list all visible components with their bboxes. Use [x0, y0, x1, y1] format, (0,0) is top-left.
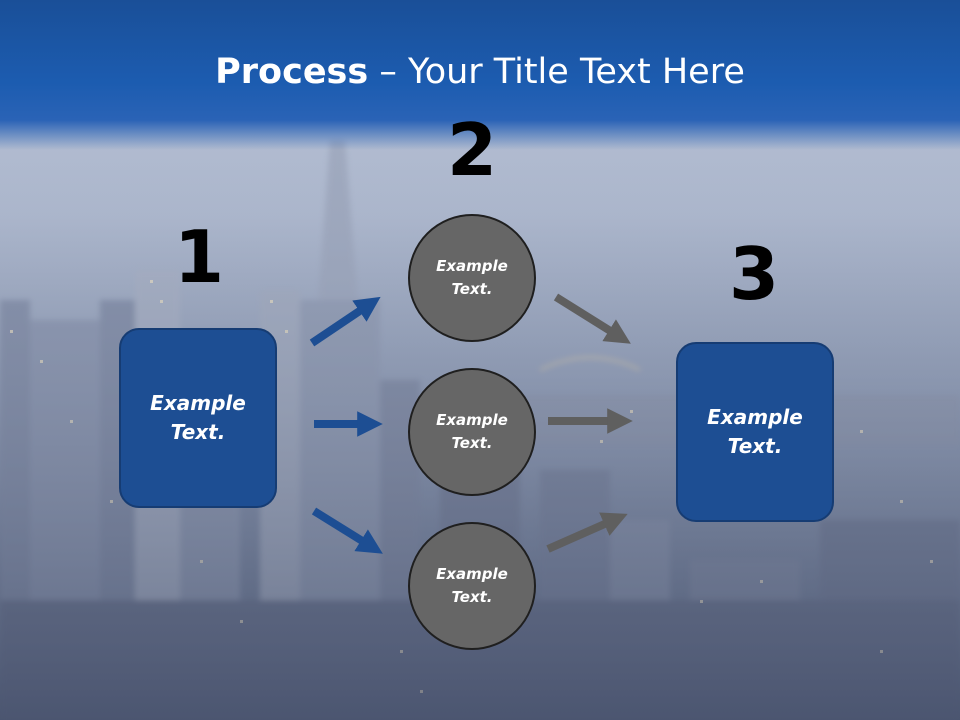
circle-middle-text: Example Text.: [436, 411, 508, 452]
arrow-1-to-top: [309, 296, 381, 347]
step-number-2: 2: [446, 108, 498, 192]
arrow-1-to-bottom: [311, 507, 383, 554]
step-2-circle-middle[interactable]: Example Text.: [408, 368, 536, 496]
step-number-1: 1: [173, 215, 225, 299]
title-rest-part: – Your Title Text Here: [368, 52, 745, 92]
title-band: [0, 0, 960, 150]
arrow-bottom-to-3: [546, 512, 628, 553]
circle-top-text: Example Text.: [436, 257, 508, 298]
step-1-box[interactable]: Example Text.: [119, 328, 277, 508]
circle-bottom-text: Example Text.: [436, 565, 508, 606]
step-2-circle-top[interactable]: Example Text.: [408, 214, 536, 342]
step-3-box-text: Example Text.: [707, 405, 803, 458]
step-number-3: 3: [728, 232, 780, 316]
step-1-box-text: Example Text.: [150, 391, 246, 444]
title-bold-part: Process: [215, 52, 369, 92]
step-3-box[interactable]: Example Text.: [676, 342, 834, 522]
slide-title[interactable]: Process – Your Title Text Here: [0, 52, 960, 92]
step-2-circle-bottom[interactable]: Example Text.: [408, 522, 536, 650]
arrow-top-to-3: [553, 293, 631, 344]
